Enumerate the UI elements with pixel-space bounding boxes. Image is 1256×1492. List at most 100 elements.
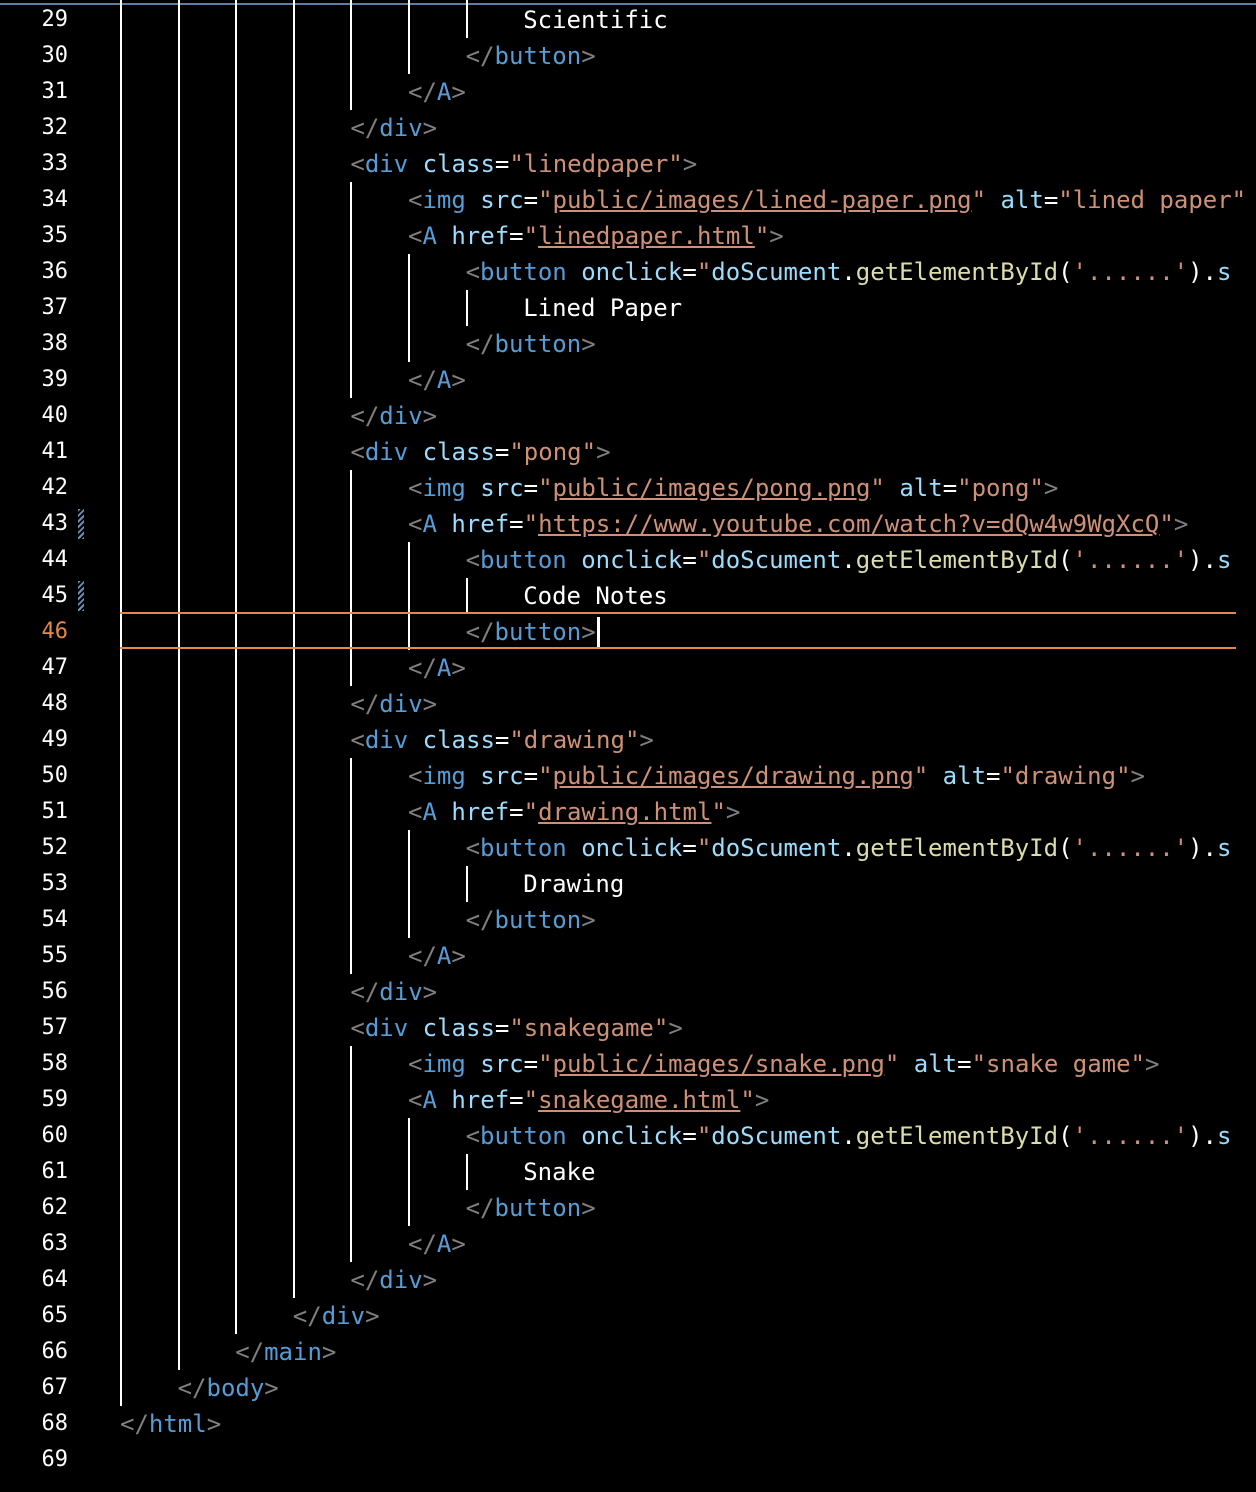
code-line[interactable]: </div> <box>350 686 437 722</box>
code-line[interactable]: </button> <box>466 614 596 650</box>
code-line[interactable]: </button> <box>466 902 596 938</box>
line-number[interactable]: 56 <box>41 979 69 1004</box>
line-number[interactable]: 54 <box>41 907 69 932</box>
code-line[interactable]: <button onclick="doScument.getElementByI… <box>466 542 1232 578</box>
code-line[interactable]: <img src="public/images/lined-paper.png"… <box>408 182 1246 218</box>
line-number[interactable]: 33 <box>41 151 69 176</box>
code-line[interactable]: </div> <box>293 1298 380 1334</box>
code-line[interactable]: <A href="drawing.html"> <box>408 794 740 830</box>
code-token: < <box>408 1086 423 1114</box>
code-line[interactable]: <div class="drawing"> <box>350 722 653 758</box>
line-number[interactable]: 46 <box>41 619 69 644</box>
code-line[interactable]: <img src="public/images/snake.png" alt="… <box>408 1046 1159 1082</box>
code-token: div <box>379 690 423 718</box>
line-number[interactable]: 68 <box>41 1411 69 1436</box>
line-number[interactable]: 42 <box>41 475 69 500</box>
line-number[interactable]: 50 <box>41 763 69 788</box>
line-number[interactable]: 34 <box>41 187 69 212</box>
line-number[interactable]: 51 <box>41 799 69 824</box>
line-number[interactable]: 59 <box>41 1087 69 1112</box>
code-line[interactable]: Code Notes <box>523 578 668 614</box>
line-number[interactable]: 44 <box>41 547 69 572</box>
line-number[interactable]: 36 <box>41 259 69 284</box>
line-number[interactable]: 40 <box>41 403 69 428</box>
code-line[interactable]: </button> <box>466 38 596 74</box>
line-number[interactable]: 67 <box>41 1375 69 1400</box>
code-line[interactable]: <img src="public/images/pong.png" alt="p… <box>408 470 1058 506</box>
line-number[interactable]: 57 <box>41 1015 69 1040</box>
line-number[interactable]: 60 <box>41 1123 69 1148</box>
code-line[interactable]: </div> <box>350 398 437 434</box>
code-line[interactable]: Snake <box>523 1154 595 1190</box>
code-token: A <box>422 1086 437 1114</box>
line-number[interactable]: 63 <box>41 1231 69 1256</box>
line-number[interactable]: 55 <box>41 943 69 968</box>
code-token: > <box>596 438 611 466</box>
code-line[interactable]: </A> <box>408 74 466 110</box>
code-line[interactable]: </button> <box>466 326 596 362</box>
line-number[interactable]: 69 <box>41 1447 69 1472</box>
line-number[interactable]: 61 <box>41 1159 69 1184</box>
code-line[interactable]: <div class="pong"> <box>350 434 610 470</box>
line-number[interactable]: 31 <box>41 79 69 104</box>
code-line[interactable]: </body> <box>178 1370 279 1406</box>
line-number[interactable]: 53 <box>41 871 69 896</box>
code-line[interactable]: </button> <box>466 1190 596 1226</box>
line-number[interactable]: 43 <box>41 511 69 536</box>
line-number[interactable]: 65 <box>41 1303 69 1328</box>
code-token: > <box>206 1410 222 1438</box>
code-token: > <box>451 78 466 106</box>
code-token: > <box>581 330 596 358</box>
code-line[interactable]: Scientific <box>523 2 668 38</box>
code-line[interactable]: <A href="linedpaper.html"> <box>408 218 784 254</box>
code-token: button <box>480 834 567 862</box>
code-line[interactable]: <div class="snakegame"> <box>350 1010 682 1046</box>
code-token: > <box>422 114 438 142</box>
line-number[interactable]: 41 <box>41 439 69 464</box>
code-line[interactable]: </A> <box>408 650 466 686</box>
line-number[interactable]: 47 <box>41 655 69 680</box>
code-token: ( <box>1058 258 1073 286</box>
indent-guide <box>235 0 238 1334</box>
line-number[interactable]: 45 <box>41 583 69 608</box>
line-number[interactable]: 38 <box>41 331 69 356</box>
line-number[interactable]: 48 <box>41 691 69 716</box>
code-line[interactable]: <img src="public/images/drawing.png" alt… <box>408 758 1145 794</box>
code-line[interactable]: <button onclick="doScument.getElementByI… <box>466 1118 1232 1154</box>
line-number[interactable]: 32 <box>41 115 69 140</box>
line-number[interactable]: 37 <box>41 295 69 320</box>
code-token: "pong" <box>509 438 597 466</box>
code-line[interactable]: </A> <box>408 1226 466 1262</box>
code-line[interactable]: </A> <box>408 938 466 974</box>
code-line[interactable]: <button onclick="doScument.getElementByI… <box>466 830 1232 866</box>
code-token: </ <box>235 1338 265 1366</box>
line-number[interactable]: 35 <box>41 223 69 248</box>
line-number[interactable]: 52 <box>41 835 69 860</box>
code-token: > <box>639 726 654 754</box>
code-token: '......' <box>1072 1122 1189 1150</box>
code-line[interactable]: </div> <box>350 1262 437 1298</box>
code-line[interactable]: Lined Paper <box>523 290 682 326</box>
line-number[interactable]: 62 <box>41 1195 69 1220</box>
line-number[interactable]: 49 <box>41 727 69 752</box>
code-line[interactable]: </A> <box>408 362 466 398</box>
code-line[interactable]: </div> <box>350 110 437 146</box>
indent-guide <box>350 758 353 974</box>
code-line[interactable]: </div> <box>350 974 437 1010</box>
code-token: div <box>364 150 409 178</box>
line-number[interactable]: 64 <box>41 1267 69 1292</box>
code-line[interactable]: </html> <box>120 1406 221 1442</box>
code-line[interactable]: <A href="snakegame.html"> <box>408 1082 769 1118</box>
line-number[interactable]: 29 <box>41 7 69 32</box>
code-line[interactable]: Drawing <box>523 866 624 902</box>
code-line[interactable]: </main> <box>235 1334 336 1370</box>
line-number[interactable]: 39 <box>41 367 69 392</box>
line-number[interactable]: 30 <box>41 43 69 68</box>
code-line[interactable]: <button onclick="doScument.getElementByI… <box>466 254 1232 290</box>
code-line[interactable]: <div class="linedpaper"> <box>350 146 697 182</box>
line-number[interactable]: 66 <box>41 1339 69 1364</box>
code-token: html <box>148 1410 207 1438</box>
line-number[interactable]: 58 <box>41 1051 69 1076</box>
code-line[interactable]: <A href="https://www.youtube.com/watch?v… <box>408 506 1188 542</box>
